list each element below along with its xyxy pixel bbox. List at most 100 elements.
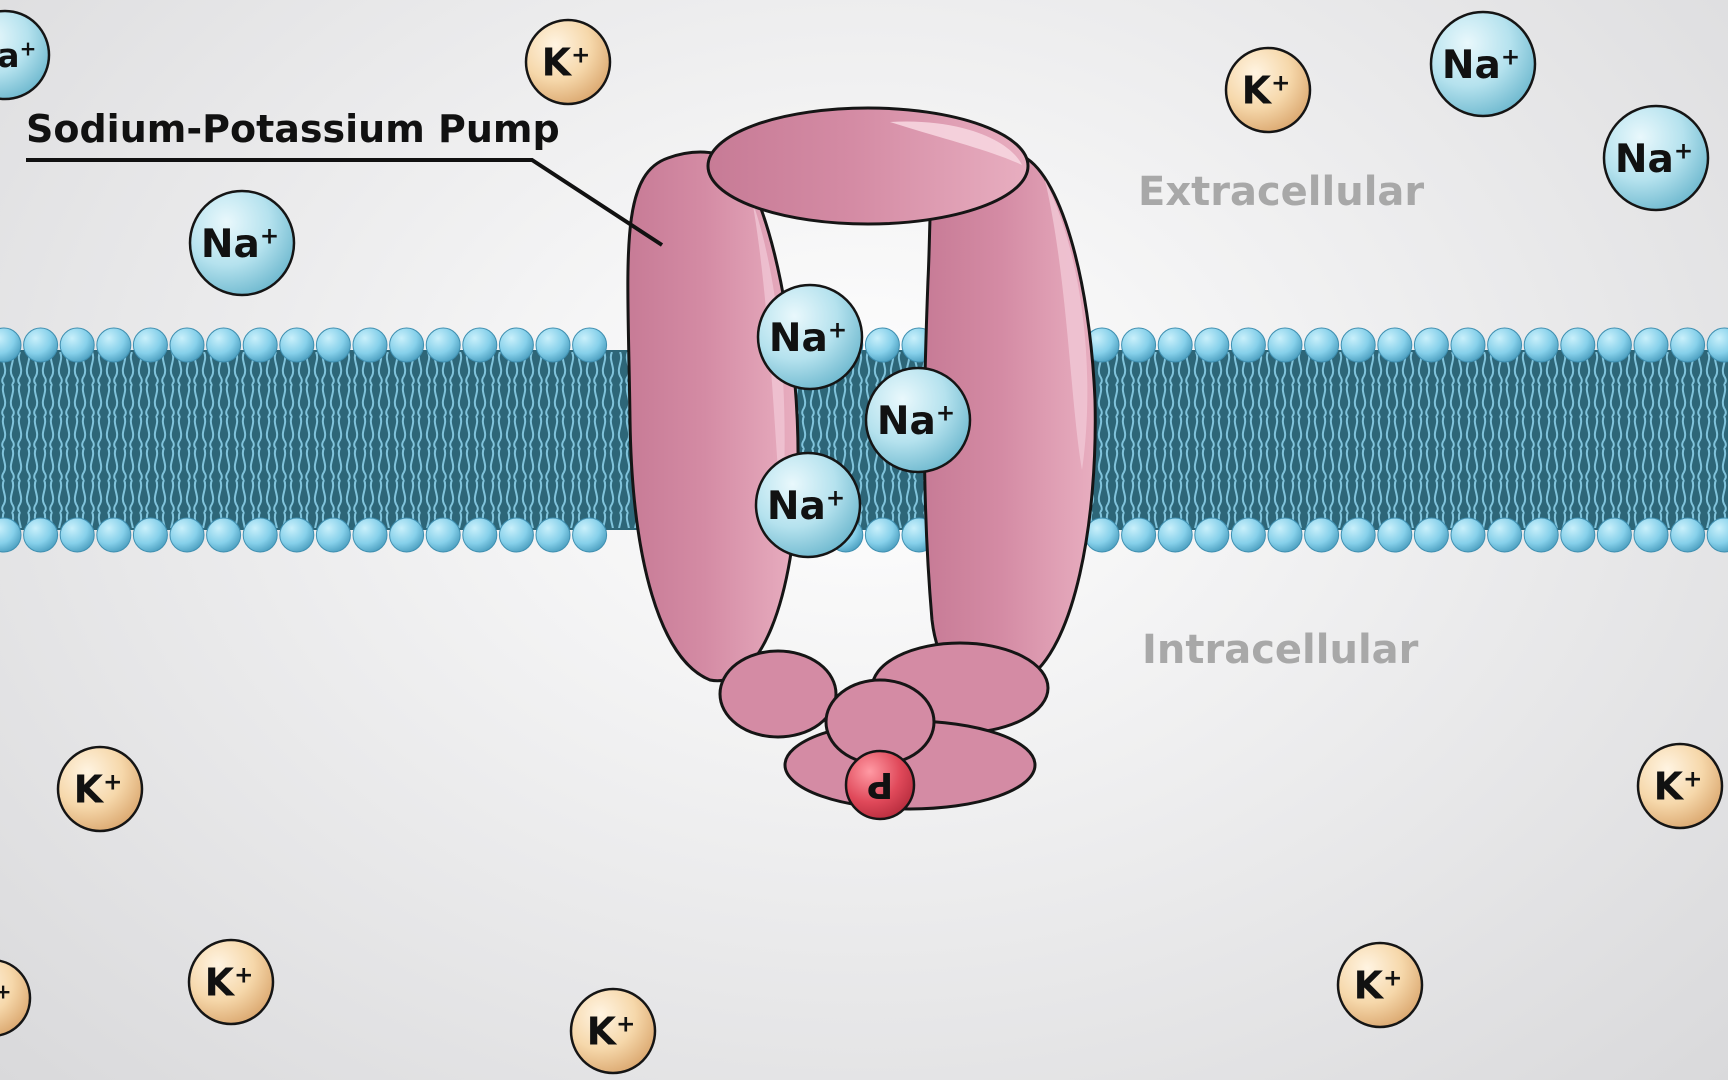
pump-top-subunit bbox=[706, 106, 1030, 226]
lipid-head bbox=[1596, 517, 1632, 553]
lipid-head bbox=[425, 517, 461, 553]
lipid-head bbox=[572, 517, 608, 553]
lipid-head bbox=[1450, 517, 1486, 553]
lipid-head bbox=[1340, 327, 1376, 363]
lipid-head bbox=[1194, 517, 1230, 553]
lipid-head bbox=[1523, 517, 1559, 553]
lipid-head bbox=[462, 517, 498, 553]
ion-body bbox=[56, 745, 144, 833]
ion-body bbox=[1336, 941, 1424, 1029]
ion-label: K+ bbox=[587, 1010, 636, 1054]
pump-top-highlight bbox=[890, 121, 1022, 165]
potassium-ion-icon: K+ bbox=[1636, 742, 1724, 830]
lipid-head bbox=[242, 327, 278, 363]
lipid-head bbox=[1340, 517, 1376, 553]
ion-charge: + bbox=[1674, 138, 1693, 164]
lipid-head bbox=[1377, 517, 1413, 553]
lipid-head bbox=[1304, 517, 1340, 553]
lipid-head bbox=[864, 327, 900, 363]
lipid-head bbox=[1157, 517, 1193, 553]
lipid-head bbox=[462, 327, 498, 363]
lipid-head bbox=[1487, 517, 1523, 553]
lipid-head bbox=[0, 517, 22, 553]
lipid-head bbox=[535, 517, 571, 553]
lipid-head bbox=[96, 327, 132, 363]
ion-body bbox=[754, 451, 862, 559]
ion-charge: + bbox=[1501, 44, 1520, 70]
sodium-ion-icon: Na+ bbox=[1602, 104, 1710, 212]
ion-body bbox=[0, 9, 51, 101]
lipid-head bbox=[242, 517, 278, 553]
lipid-head bbox=[132, 327, 168, 363]
lipid-head bbox=[206, 517, 242, 553]
lipid-head bbox=[1523, 327, 1559, 363]
lipid-head bbox=[315, 517, 351, 553]
sodium-ion-icon: Na+ bbox=[1429, 10, 1537, 118]
ion-label: K+ bbox=[0, 979, 12, 1019]
lipid-head bbox=[425, 327, 461, 363]
lipid-head bbox=[352, 517, 388, 553]
lipid-head bbox=[23, 517, 59, 553]
lipid-head bbox=[279, 327, 315, 363]
potassium-ion-icon: K+ bbox=[1224, 46, 1312, 134]
ion-charge: + bbox=[936, 400, 955, 426]
ion-label: Na+ bbox=[0, 36, 36, 75]
title-leader-line bbox=[26, 158, 664, 247]
ion-charge: + bbox=[103, 769, 122, 795]
lipid-head bbox=[96, 517, 132, 553]
ion-body bbox=[1602, 104, 1710, 212]
ion-body bbox=[1429, 10, 1537, 118]
sodium-ion-icon: Na+ bbox=[0, 9, 51, 101]
ion-charge: + bbox=[1383, 965, 1402, 991]
potassium-ion-icon: K+ bbox=[187, 938, 275, 1026]
ion-body bbox=[1636, 742, 1724, 830]
lipid-head bbox=[498, 517, 534, 553]
lipid-head bbox=[572, 327, 608, 363]
sodium-ion-icon: Na+ bbox=[754, 451, 862, 559]
lipid-head bbox=[1121, 327, 1157, 363]
lipid-head bbox=[169, 327, 205, 363]
ion-layer: Na+K+Na+K+Na+Na+Na+Na+Na+K+K+K+K+K+K+P bbox=[0, 9, 1724, 1075]
lipid-head bbox=[1377, 327, 1413, 363]
sodium-potassium-pump-protein bbox=[626, 106, 1097, 811]
phosphate-body bbox=[844, 749, 916, 821]
ion-charge: + bbox=[260, 223, 279, 249]
ion-body bbox=[0, 959, 32, 1037]
lipid-head bbox=[1450, 327, 1486, 363]
lipid-head bbox=[1230, 517, 1266, 553]
potassium-ion-icon: K+ bbox=[0, 959, 32, 1037]
ion-label: K+ bbox=[74, 768, 123, 812]
ion-charge: + bbox=[826, 485, 845, 511]
lipid-head bbox=[1560, 327, 1596, 363]
phosphate-label: P bbox=[867, 764, 893, 805]
pump-right-highlight bbox=[1045, 180, 1088, 470]
pump-left-highlight bbox=[752, 200, 785, 520]
lipid-head bbox=[1413, 327, 1449, 363]
lipid-head bbox=[1304, 327, 1340, 363]
sodium-ion-icon: Na+ bbox=[188, 189, 296, 297]
lipid-head bbox=[1413, 517, 1449, 553]
lipid-head bbox=[1194, 327, 1230, 363]
lipid-head bbox=[1230, 327, 1266, 363]
lipid-head bbox=[59, 327, 95, 363]
lipid-head bbox=[1670, 327, 1706, 363]
ion-charge: + bbox=[616, 1011, 635, 1037]
lipid-head bbox=[535, 327, 571, 363]
lipid-head bbox=[1267, 327, 1303, 363]
ion-charge: + bbox=[1683, 766, 1702, 792]
pump-bottom-lobe-left bbox=[718, 649, 838, 739]
lipid-head bbox=[1157, 327, 1193, 363]
lipid-head bbox=[1633, 517, 1669, 553]
lipid-head bbox=[23, 327, 59, 363]
potassium-ion-icon: K+ bbox=[524, 18, 612, 106]
lipid-head bbox=[389, 327, 425, 363]
ion-charge: + bbox=[1271, 70, 1290, 96]
ion-body bbox=[187, 938, 275, 1026]
ion-charge: + bbox=[828, 317, 847, 343]
lipid-head bbox=[864, 517, 900, 553]
lipid-head bbox=[1706, 327, 1728, 363]
lipid-head bbox=[1560, 517, 1596, 553]
lipid-head bbox=[169, 517, 205, 553]
lipid-head bbox=[1670, 517, 1706, 553]
